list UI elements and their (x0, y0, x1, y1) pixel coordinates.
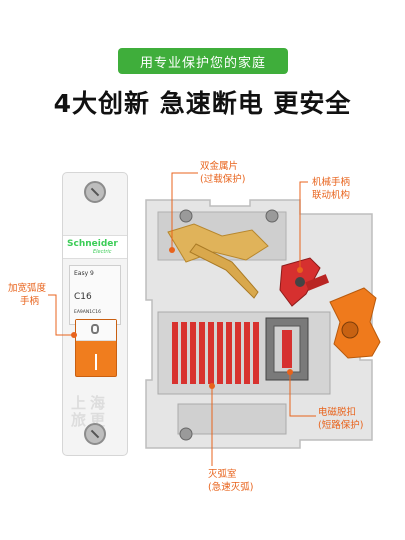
terminal-screw-icon (179, 209, 193, 223)
brand-logo: Schneider (67, 239, 118, 249)
lower-cavity (177, 403, 287, 435)
headline: 4大创新 急速断电 更安全 (53, 89, 352, 118)
breaker-front-view: Schneider Electric Easy 9 C16 EA9AN1C16 … (62, 172, 128, 456)
callout-arc: 灭弧室 (急速灭弧) (208, 469, 254, 493)
callout-lines (48, 172, 316, 466)
screw-icon (84, 423, 106, 445)
rating-text: C16 (74, 292, 92, 302)
brand-logo-sub: Electric (93, 249, 112, 255)
off-symbol-icon (91, 324, 99, 334)
arc-chute (172, 322, 259, 384)
slogan-banner: 用专业保护您的家庭 (118, 48, 288, 74)
magnetic-plunger (282, 330, 292, 368)
on-symbol-icon (95, 354, 97, 370)
terminal-screw-icon (265, 209, 279, 223)
rating-label: Easy 9 C16 EA9AN1C16 (69, 265, 121, 325)
callout-bimetal: 双金属片 (过载保护) (200, 161, 246, 185)
callout-handle: 加宽弧度 手柄 (8, 283, 47, 307)
model-text: Easy 9 (74, 270, 94, 277)
callout-dots (71, 247, 303, 389)
handle-pivot-icon (341, 321, 359, 339)
terminal-screw-icon (179, 427, 193, 441)
breaker-handle (75, 319, 117, 377)
code-text: EA9AN1C16 (74, 310, 101, 315)
bimetal-link (189, 243, 259, 299)
brand-strip (63, 235, 127, 259)
mechanism-pivot-icon (295, 277, 305, 287)
mechanism-link (305, 274, 330, 291)
screw-icon (84, 181, 106, 203)
handle-cross-section (329, 287, 381, 359)
callout-magnetic: 电磁脱扣 (短路保护) (318, 407, 364, 431)
callout-mechanism: 机械手柄 联动机构 (312, 177, 351, 201)
